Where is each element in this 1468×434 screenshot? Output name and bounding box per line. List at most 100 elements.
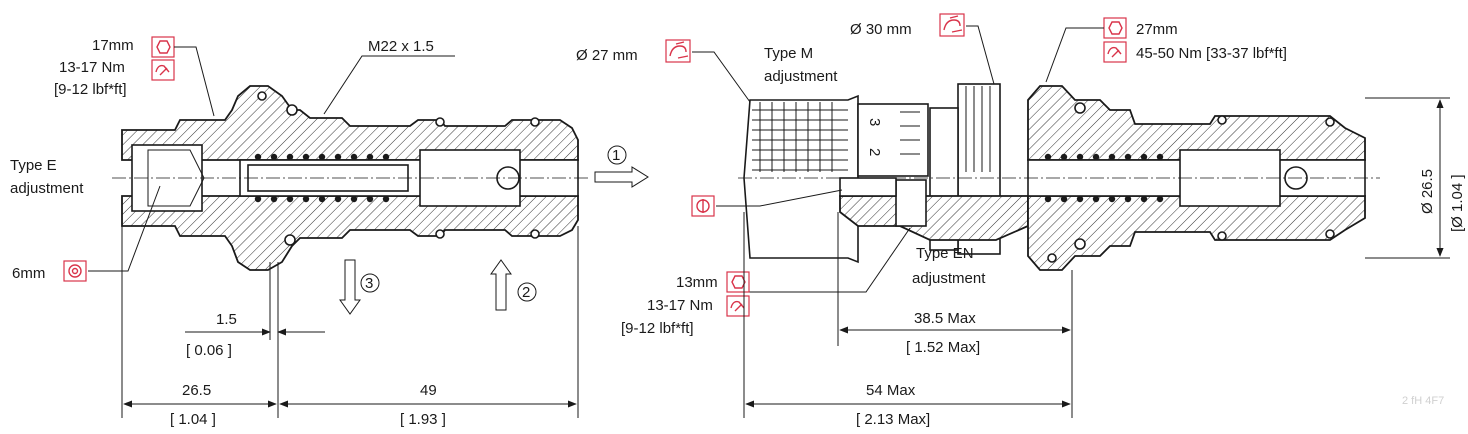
left-allen-socket bbox=[147, 149, 205, 207]
left-dimensions: 1.5 [ 0.06 ] 26.5 [ 1.04 ] 49 [ 1.93 ] bbox=[121, 226, 579, 428]
right-oring-1 bbox=[1074, 102, 1086, 114]
type-en-hex bbox=[895, 179, 927, 227]
left-body-section-lower bbox=[121, 195, 579, 271]
type-en-callout: Type EN adjustment bbox=[742, 227, 986, 293]
right-hex-callout: 27mm 45-50 Nm [33-37 lbf*ft] bbox=[1045, 17, 1287, 83]
right-hex-torque: 45-50 Nm [33-37 lbf*ft] bbox=[1136, 45, 1287, 62]
thread-leader bbox=[323, 55, 455, 115]
type-m-line2: adjustment bbox=[764, 68, 838, 85]
type-m-callout: Type M adjustment bbox=[764, 45, 838, 85]
screwdriver-callout bbox=[691, 189, 843, 217]
screwdriver-leader bbox=[716, 189, 843, 207]
left-cartridge bbox=[112, 85, 590, 271]
allen-leader bbox=[88, 185, 161, 272]
right-hex-size: 27mm bbox=[1136, 21, 1178, 38]
right-adjuster-section bbox=[839, 195, 1029, 241]
type-m-line1: Type M bbox=[764, 45, 813, 62]
dim-dia-value: Ø 26.5 bbox=[1419, 169, 1436, 214]
small-hex-torque: 13-17 Nm bbox=[647, 297, 713, 314]
flow-arrow-2: 2 bbox=[490, 259, 537, 311]
flow-arrow-1: 1 bbox=[594, 145, 649, 188]
right-hex-leader bbox=[1045, 27, 1104, 83]
dim-small-value: 1.5 bbox=[216, 311, 237, 328]
hex-wrench-icon bbox=[1103, 17, 1127, 39]
dim-left-value: 26.5 bbox=[182, 382, 211, 399]
small-hex-torque-imperial: [9-12 lbf*ft] bbox=[621, 320, 694, 337]
knob2-dia-label: Ø 30 mm bbox=[850, 21, 912, 38]
knob-knurl bbox=[752, 102, 848, 172]
allen-size: 6mm bbox=[12, 265, 45, 282]
left-body-section bbox=[121, 85, 579, 161]
left-oring-1 bbox=[286, 104, 298, 116]
left-oring-2 bbox=[284, 234, 296, 246]
dim-mid-value: 38.5 Max bbox=[914, 310, 976, 327]
arrow-1-label: 1 bbox=[612, 147, 620, 164]
left-hex-torque: 13-17 Nm bbox=[59, 59, 125, 76]
small-hex-size: 13mm bbox=[676, 274, 718, 291]
knob-dia-label: Ø 27 mm bbox=[576, 47, 638, 64]
left-hex-size: 17mm bbox=[92, 37, 134, 54]
left-oring-5 bbox=[530, 117, 540, 127]
watermark: 2 fH 4F7 bbox=[1402, 395, 1444, 407]
dim-total-imperial: [ 2.13 Max] bbox=[856, 411, 930, 428]
right-hex-hole bbox=[1047, 253, 1057, 263]
left-hex-hole bbox=[257, 91, 267, 101]
knob-digit-3: 3 bbox=[866, 118, 883, 126]
left-hex-callout: 17mm 13-17 Nm [9-12 lbf*ft] bbox=[54, 36, 215, 117]
right-oring-5 bbox=[1325, 117, 1335, 127]
torque-wrench-icon bbox=[151, 59, 175, 81]
hex-wrench-icon bbox=[151, 36, 175, 58]
knob2-leader bbox=[966, 25, 995, 85]
screwdriver-slot-icon bbox=[691, 195, 715, 217]
dim-right-value: 49 bbox=[420, 382, 437, 399]
type-en-line2: adjustment bbox=[912, 270, 986, 287]
right-body-section-lower bbox=[1027, 195, 1366, 271]
thread-callout: M22 x 1.5 bbox=[323, 38, 455, 115]
torque-wrench-icon bbox=[1103, 41, 1127, 63]
type-e-callout: Type E adjustment bbox=[10, 157, 84, 197]
torque-wrench-icon bbox=[726, 295, 750, 317]
dim-mid-imperial: [ 1.52 Max] bbox=[906, 339, 980, 356]
type-en-line1: Type EN bbox=[916, 245, 974, 262]
knob2-callout: Ø 30 mm bbox=[850, 13, 995, 85]
left-spring bbox=[254, 153, 390, 203]
left-hex-torque-imperial: [9-12 lbf*ft] bbox=[54, 81, 127, 98]
scale-sleeve bbox=[857, 103, 929, 177]
thread-label: M22 x 1.5 bbox=[368, 38, 434, 55]
hand-knob-icon bbox=[665, 39, 691, 63]
left-hex-leader bbox=[174, 46, 215, 117]
left-oring-3 bbox=[435, 117, 445, 127]
type-e-line2: adjustment bbox=[10, 180, 84, 197]
arrow-2-label: 2 bbox=[522, 284, 530, 301]
knob-leader bbox=[692, 51, 751, 103]
knob-digit-2: 2 bbox=[866, 148, 883, 156]
dim-small-imperial: [ 0.06 ] bbox=[186, 342, 232, 359]
hand-knob-icon bbox=[939, 13, 965, 37]
allen-key-icon bbox=[63, 260, 87, 282]
flow-arrow-3: 3 bbox=[339, 259, 380, 315]
dim-right-imperial: [ 1.93 ] bbox=[400, 411, 446, 428]
small-hex-callout: 13mm 13-17 Nm [9-12 lbf*ft] bbox=[621, 271, 750, 337]
type-e-line1: Type E bbox=[10, 157, 57, 174]
right-dimensions: 38.5 Max [ 1.52 Max] 54 Max [ 2.13 Max] … bbox=[743, 97, 1466, 428]
dim-left-imperial: [ 1.04 ] bbox=[170, 411, 216, 428]
right-oring-6 bbox=[1325, 229, 1335, 239]
knob-callout: Ø 27 mm bbox=[576, 39, 751, 103]
arrow-3-label: 3 bbox=[365, 275, 373, 292]
right-body-section bbox=[1027, 85, 1366, 161]
allen-callout: 6mm bbox=[12, 185, 161, 282]
type-en-leader bbox=[742, 227, 911, 293]
hex-wrench-icon bbox=[726, 271, 750, 293]
right-spring bbox=[1044, 153, 1164, 203]
dim-dia-imperial: [Ø 1.04 ] bbox=[1449, 174, 1466, 232]
left-oring-6 bbox=[530, 229, 540, 239]
left-oring-4 bbox=[435, 229, 445, 239]
right-oring-2 bbox=[1074, 238, 1086, 250]
dim-total-value: 54 Max bbox=[866, 382, 916, 399]
right-oring-3 bbox=[1217, 115, 1227, 125]
right-cartridge: 3 2 bbox=[738, 83, 1380, 271]
right-oring-4 bbox=[1217, 231, 1227, 241]
type-en-stem bbox=[839, 177, 897, 197]
